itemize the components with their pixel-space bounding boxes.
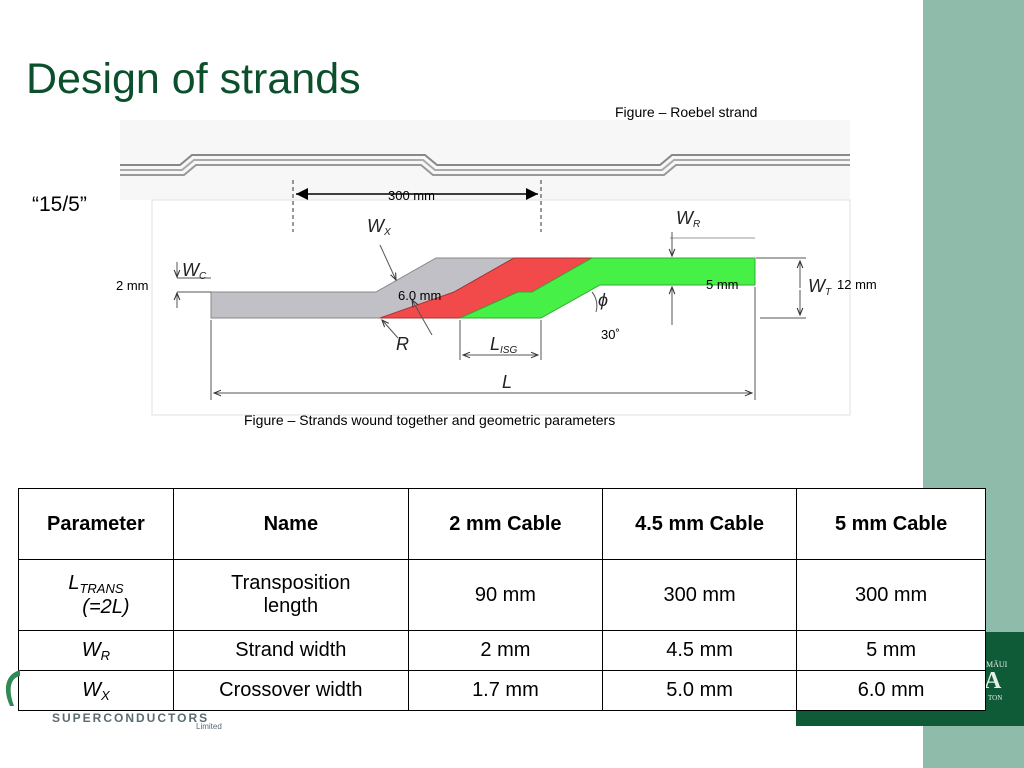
strands-caption: Figure – Strands wound together and geom… [244,412,616,428]
dim-2mm: 2 mm [116,278,149,293]
roebel-caption: Figure – Roebel strand [615,104,758,120]
param-cell: WR [18,630,174,671]
value-cell: 5.0 mm [601,670,798,711]
value-cell: 1.7 mm [407,670,604,711]
value-cell: 300 mm [796,559,986,631]
value-cell: 300 mm [601,559,798,631]
logo-top-text: MĀUI [986,660,1008,669]
value-cell: 4.5 mm [601,630,798,671]
header-2mm: 2 mm Cable [407,488,604,560]
angle-30: 30˚ [601,327,620,342]
param-cell: WX [18,670,174,711]
name-cell: Crossover width [172,670,409,711]
table-row: WX Crossover width 1.7 mm 5.0 mm 6.0 mm [18,670,986,711]
value-cell: 5 mm [796,630,986,671]
value-cell: 2 mm [407,630,604,671]
dim-5mm: 5 mm [706,277,739,292]
logo-bottom-text: TON [988,694,1003,702]
sym-wc: WC [182,260,207,282]
strand-figure: 300 mm WC 2 mm WX 6.0 mm R WR 5 mm WT 12… [116,120,877,416]
sym-wx: WX [367,216,391,238]
sym-lisg: LISG [490,334,517,356]
dim-6mm: 6.0 mm [398,288,441,303]
company-sub: Limited [196,722,222,731]
table-row: WR Strand width 2 mm 4.5 mm 5 mm [18,630,986,671]
logo-letter: A [984,668,1002,694]
sym-r: R [396,334,409,354]
company-logo-icon [5,670,20,706]
sym-wt: WT [808,276,832,298]
name-cell: Transposition length [172,559,409,631]
name-cell: Strand width [172,630,409,671]
sym-phi: ϕ [598,290,608,310]
page-title: Design of strands [26,55,361,103]
header-parameter: Parameter [18,488,174,560]
param-cell: LTRANS (=2L) [18,559,174,631]
table-row: LTRANS (=2L) Transposition length 90 mm … [18,559,986,631]
cable-type-label: “15/5” [32,193,87,216]
dim-12mm: 12 mm [837,277,877,292]
value-cell: 90 mm [407,559,604,631]
value-cell: 6.0 mm [796,670,986,711]
company-name: SUPERCONDUCTORS [52,711,210,725]
sym-l: L [502,372,512,392]
green-strand [459,257,756,319]
header-name: Name [172,488,409,560]
parameter-table: Parameter Name 2 mm Cable 4.5 mm Cable 5… [18,488,986,711]
sym-wr: WR [676,208,700,230]
dim-300mm: 300 mm [388,188,435,203]
roebel-strand-image [120,120,850,200]
header-4-5mm: 4.5 mm Cable [601,488,798,560]
header-5mm: 5 mm Cable [796,488,986,560]
table-header-row: Parameter Name 2 mm Cable 4.5 mm Cable 5… [18,488,986,560]
